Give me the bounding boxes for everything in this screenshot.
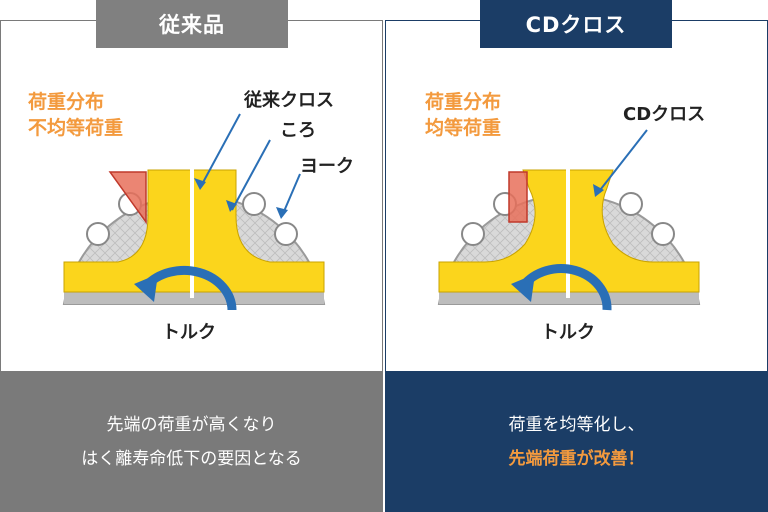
torque-label: トルク [162, 322, 216, 343]
load-label-line1: 荷重分布 [28, 90, 104, 113]
footer-line2-highlight: 先端荷重が改善！ [508, 449, 645, 469]
cd-cross-diagram: 荷重分布 均等荷重 CDクロス トルク [425, 90, 705, 343]
roller-circle [619, 192, 643, 216]
torque-arrowhead [134, 274, 158, 302]
load-distribution-triangle [108, 171, 147, 225]
footer-line1: 荷重を均等化し、 [508, 415, 645, 435]
roller-circle [461, 222, 485, 246]
callout-arrowhead [194, 178, 206, 190]
callout-arrowhead [276, 207, 288, 219]
torque-label: トルク [541, 322, 595, 343]
torque-arrow [142, 265, 237, 311]
roller-circle [651, 222, 675, 246]
load-label-line2: 不均等荷重 [28, 116, 123, 139]
callout-cross-label: 従来クロス [243, 89, 334, 111]
load-distribution-rect [508, 171, 528, 223]
callout-line [281, 173, 301, 217]
footer-line2: はく離寿命低下の要因となる [81, 449, 302, 469]
cd-cross-tab: CDクロス [480, 0, 672, 48]
load-label-line2: 均等荷重 [425, 116, 501, 139]
load-label-line1: 荷重分布 [425, 90, 501, 113]
callout-arrowhead [226, 200, 237, 212]
callout-line [231, 139, 271, 211]
conventional-cross-diagram: 荷重分布 不均等荷重 従来クロス ころ ヨーク トルク [28, 89, 354, 343]
cd-cross-panel: CDクロス [385, 0, 768, 512]
callout-arrowhead [593, 184, 604, 197]
roller-circle [86, 222, 110, 246]
callout-roller-label: ころ [280, 120, 316, 141]
roller-circle [274, 222, 298, 246]
conventional-footer: 先端の荷重が高くなり はく離寿命低下の要因となる [0, 372, 383, 512]
torque-arrowhead [511, 274, 535, 302]
conventional-tab: 従来品 [96, 0, 288, 48]
roller-circle [242, 192, 266, 216]
footer-line1: 先端の荷重が高くなり [106, 415, 277, 435]
cd-cross-footer: 荷重を均等化し、 先端荷重が改善！ [385, 372, 768, 512]
callout-line [199, 113, 241, 189]
callout-yoke-label: ヨーク [300, 156, 354, 177]
callout-cdcross-label: CDクロス [623, 104, 705, 125]
conventional-panel: 従来品 [0, 0, 383, 512]
callout-line [596, 129, 648, 195]
